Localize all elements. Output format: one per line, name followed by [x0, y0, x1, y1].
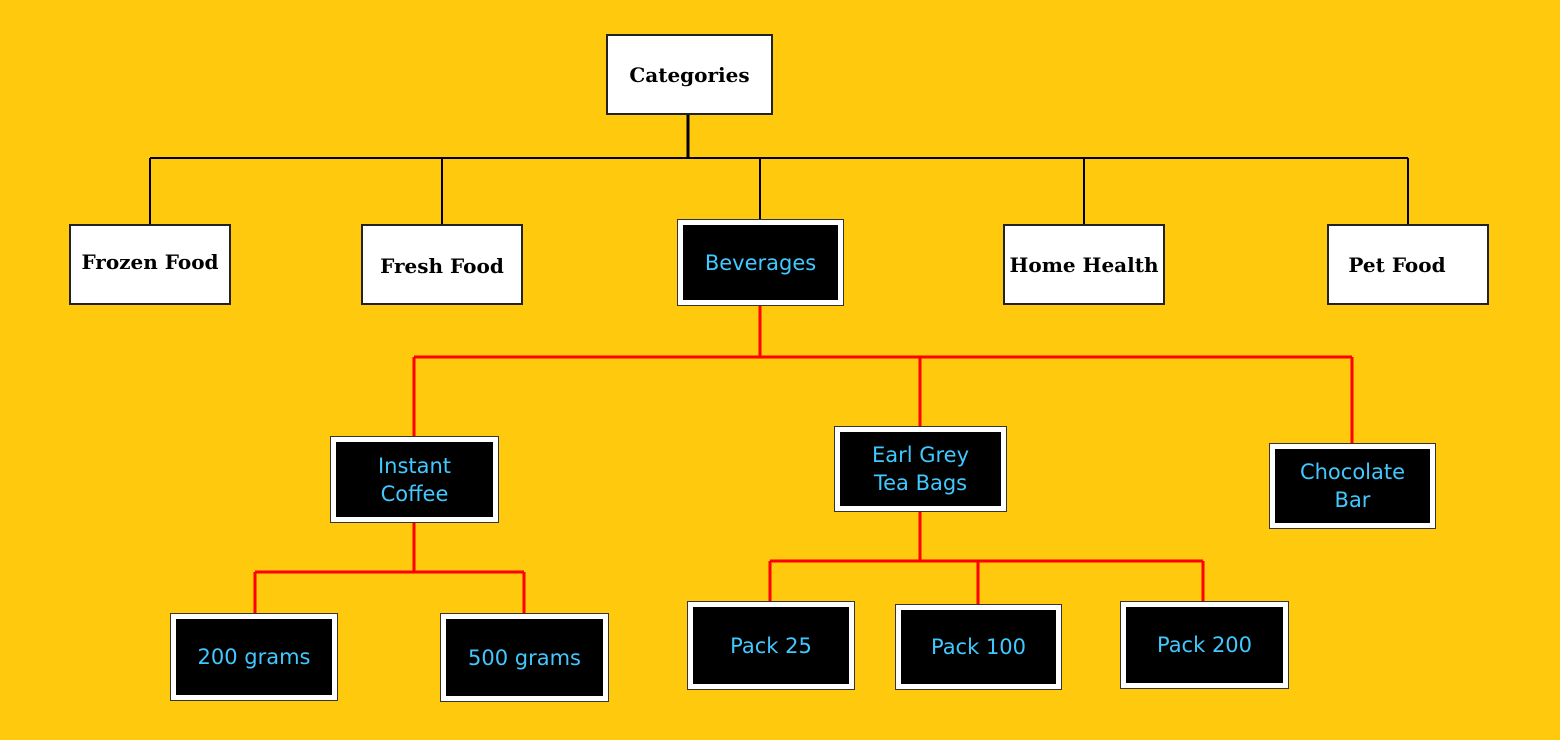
variant-label: 200 grams [197, 645, 311, 669]
beverages-connectors [412, 304, 1354, 444]
variant-label: Pack 100 [930, 635, 1027, 659]
category-node-home-health: Home Health [1003, 224, 1165, 305]
variant-label: Pack 200 [1156, 633, 1253, 657]
category-label: Beverages [704, 250, 817, 275]
category-label: Frozen Food [81, 249, 219, 274]
root-connectors [149, 113, 1409, 224]
product-label: Instant Coffee [377, 453, 452, 506]
product-label: Earl Grey Tea Bags [871, 443, 970, 495]
root-label: Categories [629, 62, 750, 87]
root-node-categories: Categories [606, 34, 773, 115]
category-label: Pet Food [1348, 252, 1446, 277]
product-node-earl-grey-tea-bags: Earl Grey Tea Bags [834, 426, 1007, 512]
coffee-connectors [253, 521, 526, 614]
variant-node-500-grams: 500 grams [440, 613, 609, 702]
category-node-fresh-food: Fresh Food [361, 224, 523, 305]
category-label: Home Health [1009, 252, 1159, 277]
product-label: Chocolate Bar [1299, 460, 1406, 512]
category-node-pet-food: Pet Food [1327, 224, 1489, 305]
variant-node-pack-200: Pack 200 [1120, 601, 1289, 689]
tea-connectors [768, 510, 1205, 605]
product-node-instant-coffee: Instant Coffee [330, 436, 499, 523]
variant-node-pack-25: Pack 25 [687, 601, 855, 690]
variant-label: Pack 25 [730, 633, 812, 658]
category-label: Fresh Food [380, 253, 504, 278]
category-node-beverages: Beverages [677, 219, 844, 306]
category-node-frozen-food: Frozen Food [69, 224, 231, 305]
variant-node-pack-100: Pack 100 [895, 604, 1062, 690]
product-node-chocolate-bar: Chocolate Bar [1269, 443, 1436, 529]
variant-label: 500 grams [468, 645, 581, 670]
variant-node-200-grams: 200 grams [170, 613, 338, 701]
